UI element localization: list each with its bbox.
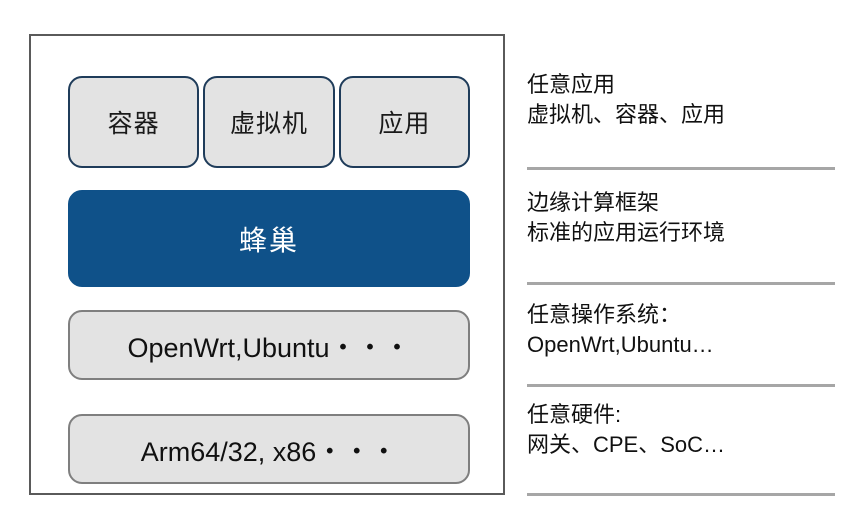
note-applications-detail: 虚拟机、容器、应用 [527, 102, 726, 127]
workload-box-virtual-machine-label: 虚拟机 [229, 109, 308, 138]
note-divider-3 [527, 384, 835, 387]
architecture-stack-frame: 容器 虚拟机 应用 蜂巢 OpenWrt,Ubuntu・・・ Arm64/32,… [29, 34, 505, 495]
note-block-applications: 任意应用 虚拟机、容器、应用 [527, 70, 725, 130]
workload-box-container[interactable]: 容器 [68, 76, 200, 168]
note-divider-2 [527, 282, 835, 285]
note-divider-1 [527, 167, 835, 170]
hardware-layer-bar-label: Arm64/32, x86・・・ [140, 436, 398, 467]
note-operating-system-detail: OpenWrt,Ubuntu… [527, 332, 714, 357]
note-block-hardware: 任意硬件: 网关、CPE、SoC… [527, 400, 725, 460]
note-operating-system-title: 任意操作系统： [527, 302, 682, 327]
platform-layer-hive[interactable]: 蜂巢 [68, 190, 470, 287]
note-hardware-title: 任意硬件: [527, 402, 622, 427]
platform-layer-hive-label: 蜂巢 [238, 223, 299, 257]
workload-box-application-label: 应用 [378, 109, 431, 138]
workload-box-application[interactable]: 应用 [338, 76, 470, 168]
note-divider-4 [527, 493, 835, 496]
workload-box-container-label: 容器 [107, 109, 160, 138]
workload-box-virtual-machine[interactable]: 虚拟机 [203, 76, 335, 168]
os-layer-bar-label: OpenWrt,Ubuntu・・・ [127, 332, 411, 363]
note-applications-title: 任意应用 [527, 72, 616, 97]
note-block-operating-system: 任意操作系统： OpenWrt,Ubuntu… [527, 300, 714, 360]
hardware-layer-bar[interactable]: Arm64/32, x86・・・ [68, 414, 470, 484]
os-layer-bar[interactable]: OpenWrt,Ubuntu・・・ [68, 310, 470, 380]
note-edge-framework-detail: 标准的应用运行环境 [527, 220, 726, 245]
workload-layer-row: 容器 虚拟机 应用 [68, 76, 470, 168]
note-hardware-detail: 网关、CPE、SoC… [527, 432, 726, 457]
note-edge-framework-title: 边缘计算框架 [527, 190, 660, 215]
note-block-edge-framework: 边缘计算框架 标准的应用运行环境 [527, 188, 725, 248]
